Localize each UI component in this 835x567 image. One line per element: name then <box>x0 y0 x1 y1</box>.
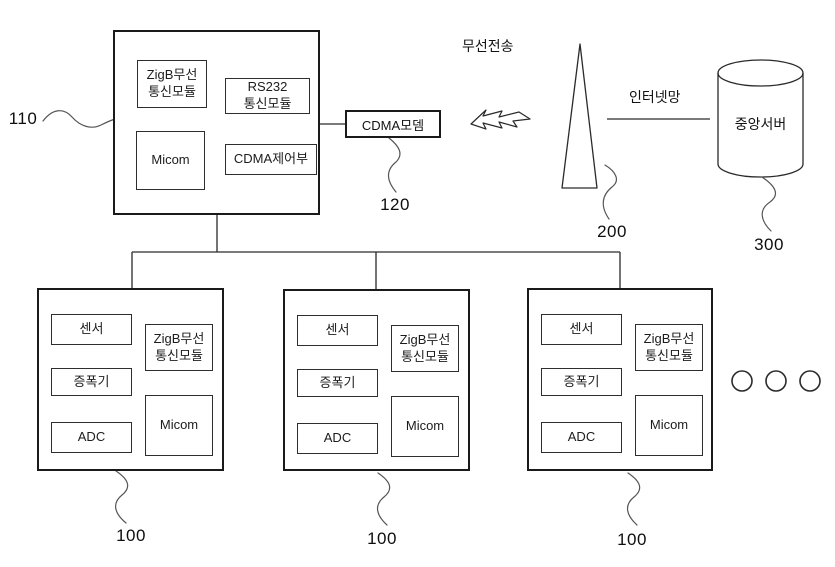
cdma-control-label: CDMA제어부 <box>233 151 309 167</box>
rs232-module-box: RS232 통신모듈 <box>225 78 310 114</box>
amplifier-box: 증폭기 <box>51 368 132 396</box>
ref-numeral-100-node2: 100 <box>367 529 397 548</box>
coordinator-unit-box: ZigB무선 통신모듈 RS232 통신모듈 Micom CDMA제어부 <box>113 30 320 215</box>
micom-label: Micom <box>405 418 445 434</box>
antenna-tower-icon <box>561 43 598 189</box>
sensor-node-box-1: 센서 증폭기 ADC ZigB무선 통신모듈 Micom <box>37 288 224 471</box>
amplifier-label: 증폭기 <box>319 374 356 390</box>
ref-numeral-300: 300 <box>754 235 784 254</box>
squiggle-110 <box>42 110 116 128</box>
micom-label: Micom <box>151 152 190 168</box>
server-cylinder-icon <box>717 59 804 178</box>
ref-numeral-100-node3: 100 <box>617 530 647 549</box>
micom-box: Micom <box>391 396 459 457</box>
amplifier-box: 증폭기 <box>541 368 622 396</box>
sensor-box: 센서 <box>541 314 622 345</box>
zigb-wireless-module-box: ZigB무선 통신모듈 <box>391 325 459 372</box>
sensor-label: 센서 <box>569 321 594 337</box>
zigb-wireless-module-label: ZigB무선 통신모듈 <box>399 331 451 364</box>
wireless-signal-bolt-icon <box>470 109 531 130</box>
zigb-wireless-module-box: ZigB무선 통신모듈 <box>145 324 213 371</box>
amplifier-label: 증폭기 <box>563 373 600 389</box>
squiggle-300 <box>761 176 777 232</box>
ref-numeral-110: 110 <box>8 109 38 128</box>
micom-box: Micom <box>136 131 205 190</box>
squiggle-200 <box>602 164 617 220</box>
adc-box: ADC <box>541 422 622 453</box>
micom-box: Micom <box>145 395 213 456</box>
cdma-modem-box: CDMA모뎀 <box>345 110 441 138</box>
sensor-box: 센서 <box>51 314 132 345</box>
adc-label: ADC <box>77 429 106 445</box>
ref-numeral-200: 200 <box>597 222 627 241</box>
adc-box: ADC <box>297 423 378 454</box>
micom-label: Micom <box>159 417 199 433</box>
amplifier-label: 증폭기 <box>73 373 110 389</box>
adc-label: ADC <box>567 429 596 445</box>
squiggle-120 <box>387 137 401 193</box>
squiggle-100-node3 <box>627 472 641 526</box>
micom-label: Micom <box>649 417 689 433</box>
adc-box: ADC <box>51 422 132 453</box>
micom-box: Micom <box>635 395 703 456</box>
zigb-wireless-module-box: ZigB무선 통신모듈 <box>137 60 207 108</box>
sensor-node-box-2: 센서 증폭기 ADC ZigB무선 통신모듈 Micom <box>283 289 470 471</box>
central-server-label: 중앙서버 <box>734 116 787 132</box>
squiggle-100-node2 <box>377 472 391 526</box>
sensor-label: 센서 <box>79 321 104 337</box>
sensor-label: 센서 <box>325 322 350 338</box>
ref-numeral-100-node1: 100 <box>116 526 146 545</box>
cdma-modem-label: CDMA모뎀 <box>361 117 425 133</box>
ref-numeral-120: 120 <box>380 195 410 214</box>
sensor-box: 센서 <box>297 315 378 346</box>
reference-squiggles <box>42 110 777 526</box>
zigb-wireless-module-label: ZigB무선 통신모듈 <box>146 67 198 99</box>
rs232-module-label: RS232 통신모듈 <box>243 79 292 111</box>
sensor-node-box-3: 센서 증폭기 ADC ZigB무선 통신모듈 Micom <box>527 288 713 471</box>
cdma-control-box: CDMA제어부 <box>225 144 317 175</box>
wireless-transmission-label: 무선전송 <box>462 38 514 54</box>
amplifier-box: 증폭기 <box>297 369 378 397</box>
internet-network-label: 인터넷망 <box>629 89 681 105</box>
zigb-wireless-module-box: ZigB무선 통신모듈 <box>635 324 703 371</box>
zigb-wireless-module-label: ZigB무선 통신모듈 <box>153 330 205 363</box>
more-nodes-ellipsis-icon <box>731 370 821 392</box>
adc-label: ADC <box>323 430 352 446</box>
zigb-wireless-module-label: ZigB무선 통신모듈 <box>643 330 695 363</box>
squiggle-100-node1 <box>115 470 129 524</box>
connector-lines <box>131 118 710 289</box>
